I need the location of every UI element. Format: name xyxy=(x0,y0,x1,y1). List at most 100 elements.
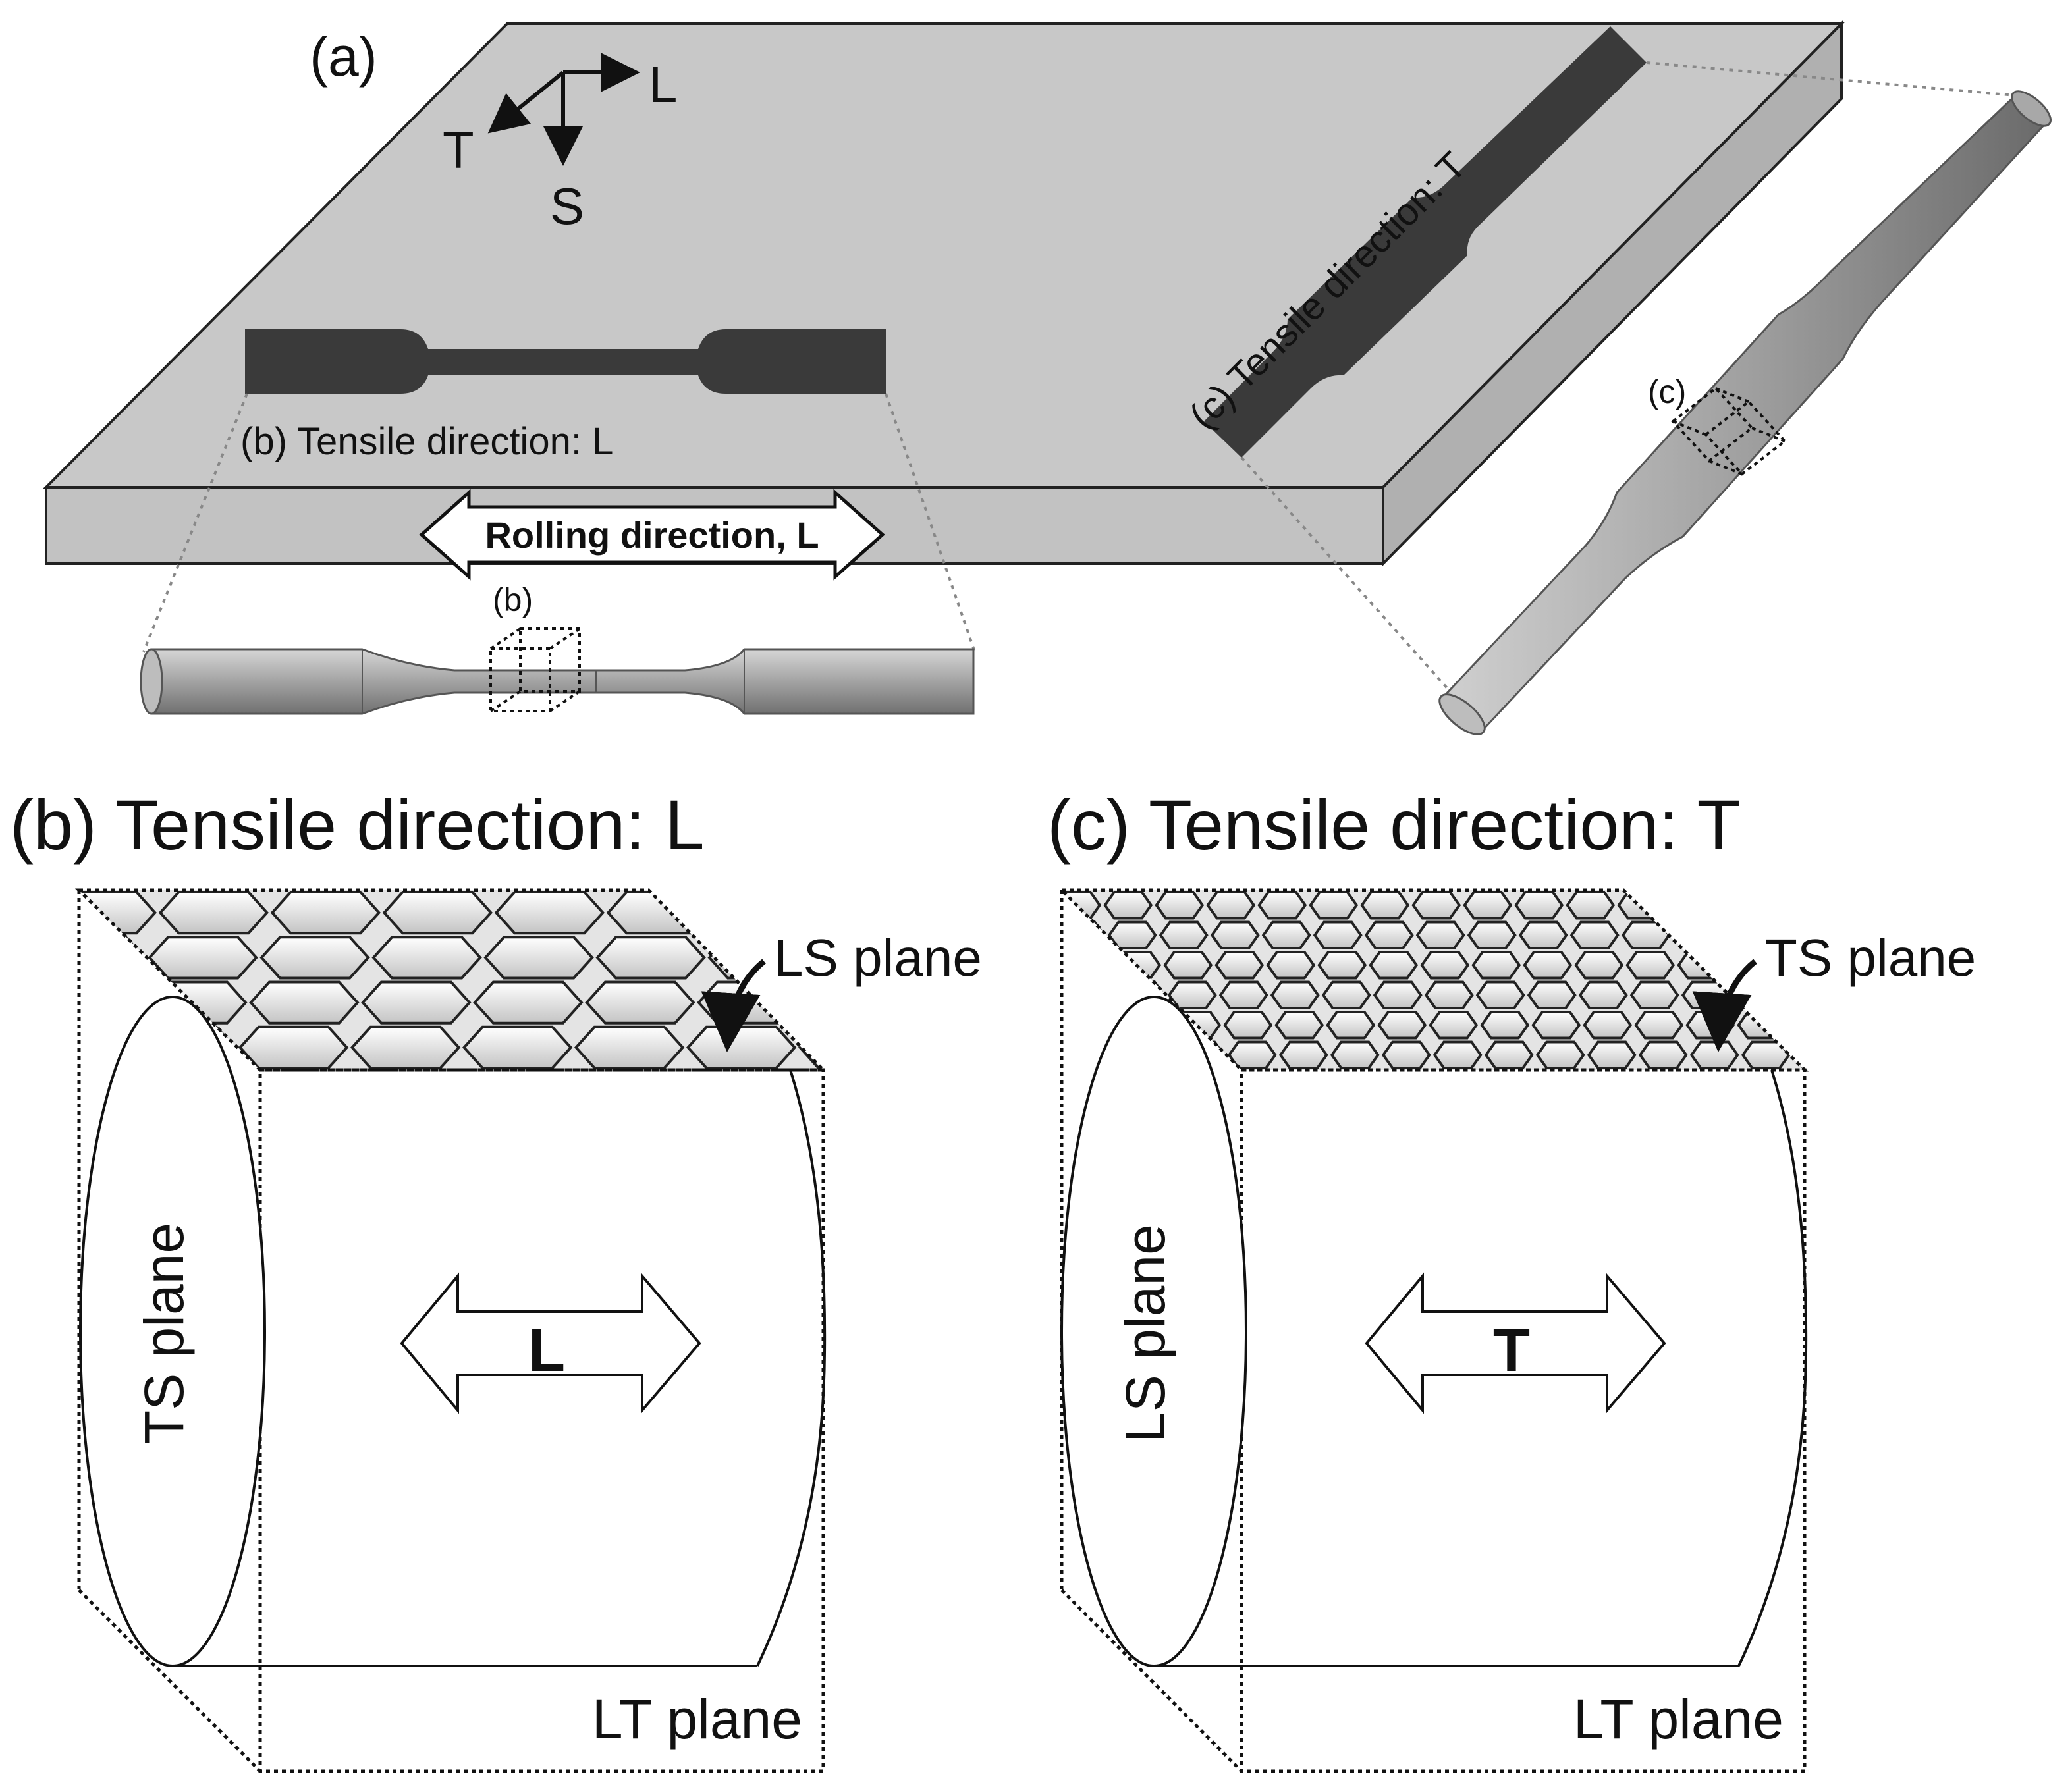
grain-cell xyxy=(1227,1040,1277,1069)
grain-cell xyxy=(809,980,823,1025)
grain-cell xyxy=(1527,980,1577,1009)
panel-b: (b) Tensile direction: L TS plane LS pla… xyxy=(0,785,2072,1773)
grain-cell xyxy=(718,891,823,935)
grain-cell xyxy=(574,1025,685,1069)
rod-specimen-b: (b) xyxy=(140,581,975,715)
grain-cell xyxy=(1467,920,1517,949)
grain-cell xyxy=(1566,891,1616,920)
grain-cell xyxy=(350,1025,461,1069)
grain-cell xyxy=(1978,892,2025,919)
zoom-box-b xyxy=(489,627,581,712)
grain-cell xyxy=(832,892,939,933)
rod-specimen-c: (c) xyxy=(1438,90,2052,735)
panel-b-end-plane-label: TS plane xyxy=(133,1223,195,1444)
grain-cell xyxy=(270,891,381,935)
grain-cell xyxy=(1206,891,1256,920)
grain-cell xyxy=(79,1025,125,1069)
rod-b-end-face xyxy=(140,648,163,715)
grain-cell xyxy=(1685,1072,1791,1113)
grain-cell xyxy=(1569,920,1620,949)
grain-cell xyxy=(2042,982,2072,1023)
grain-cell xyxy=(1415,920,1465,949)
grain-cell xyxy=(1824,892,1870,919)
rod-c-top-face xyxy=(2011,90,2052,127)
panel-b-box-outline xyxy=(74,888,827,1773)
grain-cell xyxy=(1578,980,1628,1009)
grain-cell xyxy=(1621,920,1671,949)
grain-cell xyxy=(1214,951,1265,980)
panel-c-tensile-arrow xyxy=(1365,1272,1666,1414)
grain-cell xyxy=(1317,951,1367,980)
panel-b-title: (b) Tensile direction: L xyxy=(10,785,705,865)
grain-cell xyxy=(1159,920,1209,949)
grain-cell xyxy=(1531,1011,1581,1040)
grain-cell xyxy=(1696,1072,1742,1098)
panel-b-grain-pattern xyxy=(0,891,2072,1113)
panel-b-top-plane-label: LS plane xyxy=(774,928,982,987)
panel-c-box-outline xyxy=(1057,888,1809,1773)
grain-cell xyxy=(1274,1011,1324,1040)
grain-cell xyxy=(1103,891,1153,920)
grain-cell xyxy=(1336,1072,1382,1098)
grain-cell xyxy=(1330,1040,1380,1069)
grain-cell xyxy=(1484,1040,1534,1069)
grain-cell xyxy=(1876,892,1922,919)
grain-cell xyxy=(1689,1040,1739,1069)
grain-cell xyxy=(453,1072,560,1113)
grain-cell xyxy=(1471,951,1521,980)
grain-cell xyxy=(0,892,43,933)
grain-cell xyxy=(229,1072,336,1113)
grain-cell xyxy=(1480,1011,1530,1040)
grain-cell xyxy=(1266,951,1316,980)
grain-cell xyxy=(789,1072,896,1113)
grain-cell xyxy=(462,1025,573,1069)
grain-cell xyxy=(1930,982,2037,1023)
specimen-c-cutout xyxy=(1204,26,1647,458)
grain-cell xyxy=(1064,980,1114,1009)
grain-cell xyxy=(1747,1072,1793,1098)
grain-cell xyxy=(0,982,22,1023)
grain-cell xyxy=(1364,920,1414,949)
grain-cell xyxy=(1388,1072,1434,1098)
grain-cell xyxy=(1261,920,1311,949)
grain-cell xyxy=(2053,937,2072,978)
grain-cell xyxy=(1002,892,1049,919)
grain-cell xyxy=(1593,1072,1639,1098)
grain-cell xyxy=(912,1027,1019,1068)
grain-cell xyxy=(1920,1027,2027,1068)
grain-cell xyxy=(1429,1011,1479,1040)
grain-cell xyxy=(1953,1072,1999,1098)
grain-cell xyxy=(341,1072,448,1113)
grain-cell xyxy=(2042,982,2072,1009)
specimen-b-cutout xyxy=(245,329,886,394)
grain-cell xyxy=(1996,1012,2042,1038)
grain-cell xyxy=(494,891,605,935)
grain-cell xyxy=(2063,892,2072,933)
grain-cell xyxy=(2000,1042,2046,1069)
grain-cell xyxy=(1062,951,1110,980)
axis-s-label: S xyxy=(550,177,584,235)
grain-cell xyxy=(1741,1040,1791,1069)
grain-cell xyxy=(1349,1072,1456,1113)
grain-cell xyxy=(2021,1072,2072,1113)
grain-cell xyxy=(1788,1011,1805,1040)
grain-cell xyxy=(361,980,472,1025)
axis-l-label: L xyxy=(649,55,677,113)
grain-cell xyxy=(1893,1012,1939,1038)
grain-cell xyxy=(1223,1011,1273,1040)
panel-c-top-plane-pointer xyxy=(1692,959,1757,1052)
rod-b-body xyxy=(150,648,975,715)
rod-c-body xyxy=(1440,93,2049,733)
grain-cell xyxy=(923,982,1029,1023)
grain-cell xyxy=(473,980,584,1025)
grain-cell xyxy=(1897,1042,1943,1069)
grain-cell xyxy=(697,980,807,1025)
grain-cell xyxy=(1625,951,1676,980)
grain-cell xyxy=(1574,951,1624,980)
grain-cell xyxy=(1257,891,1307,920)
grain-cell xyxy=(1218,980,1268,1009)
grain-cell xyxy=(5,1072,112,1113)
grain-cell xyxy=(2034,922,2072,949)
axis-t-label: T xyxy=(443,121,474,179)
panel-c-cylinder xyxy=(1060,996,1808,1667)
